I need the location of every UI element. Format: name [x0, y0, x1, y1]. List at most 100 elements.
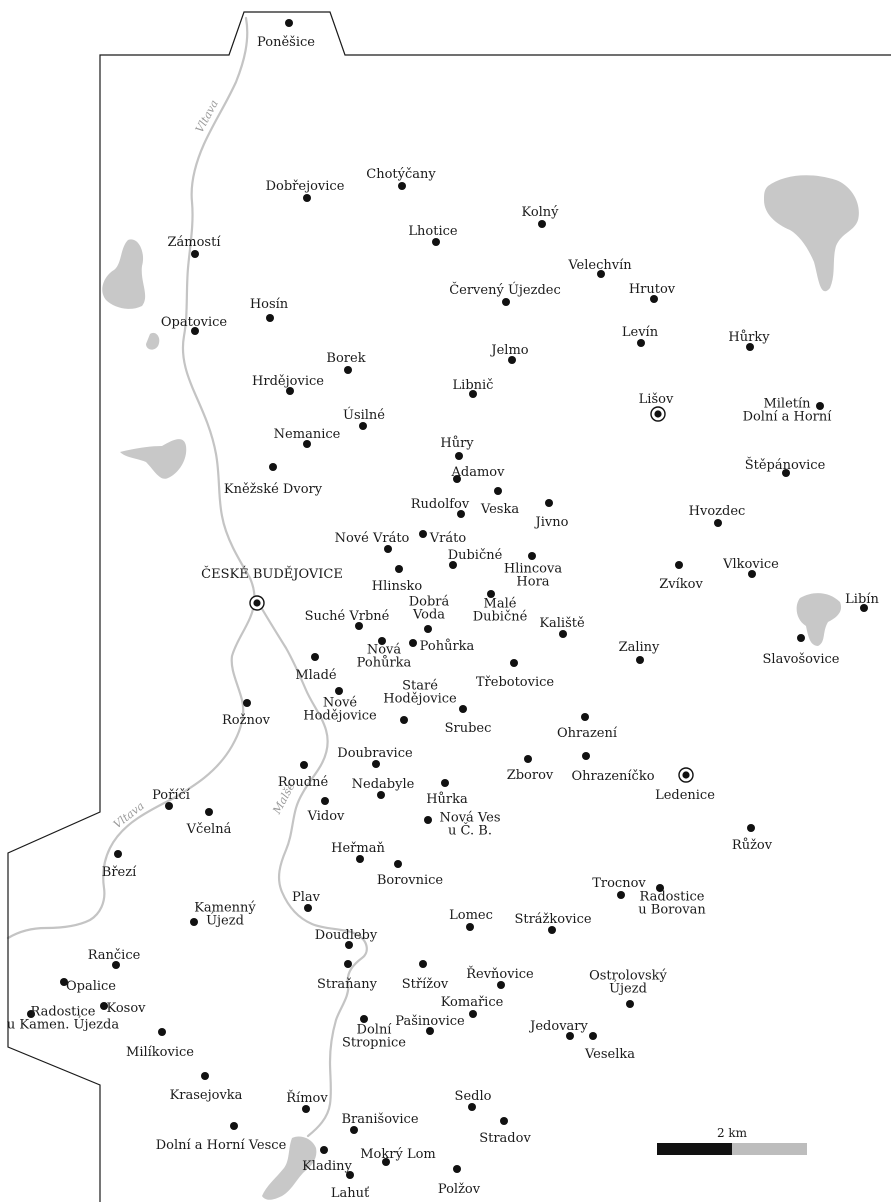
place-krasejovka: Krasejovka	[170, 1072, 243, 1103]
place-label-rudolfov: Rudolfov	[411, 497, 470, 512]
place-veska: Veska	[480, 487, 519, 517]
village-marker-dolni-stropnice	[360, 1015, 368, 1023]
place-label-kosov: Kosov	[106, 1001, 146, 1016]
village-marker-ruzov	[747, 824, 755, 832]
place-nedabyle: Nedabyle	[352, 777, 415, 799]
place-label-hlinsko: Hlinsko	[372, 579, 423, 594]
place-poncesice: Poněšice	[257, 19, 315, 50]
place-label-kamenny-ujezd-1: Kamenný	[194, 901, 256, 916]
place-chotycany: Chotýčany	[366, 167, 436, 190]
place-nove-vrato: Nové Vráto	[335, 531, 410, 553]
place-komarice: Komařice	[441, 995, 504, 1018]
place-label-branisovice: Branišovice	[341, 1112, 418, 1127]
place-label-stare-hodejovice-1: Staré	[402, 679, 438, 694]
place-label-libnic: Libnič	[453, 378, 494, 393]
village-marker-nedabyle	[377, 791, 385, 799]
place-label-ostrolovsky-ujezd-1: Ostrolovský	[589, 969, 667, 984]
village-marker-lahut	[346, 1171, 354, 1179]
place-label-knezske-dvory: Kněžské Dvory	[224, 482, 323, 497]
village-marker-zvikov	[675, 561, 683, 569]
place-lahut: Lahuť	[331, 1171, 370, 1201]
place-label-slavosovice: Slavošovice	[763, 652, 840, 667]
village-marker-rudolfov	[457, 510, 465, 518]
village-marker-borek	[344, 366, 352, 374]
village-marker-adamov	[453, 475, 461, 483]
village-marker-stepanovice	[782, 469, 790, 477]
place-label-cerveny-ujezdec: Červený Újezdec	[449, 281, 561, 298]
place-label-stranany: Straňany	[317, 977, 378, 992]
village-marker-hrdejovice	[286, 387, 294, 395]
place-label-hlincova-hora-2: Hora	[516, 575, 549, 590]
place-label-krasejovka: Krasejovka	[170, 1088, 243, 1103]
place-revnovice: Řevňovice	[466, 966, 534, 989]
village-marker-trocnov	[617, 891, 625, 899]
place-zaliny: Zaliny	[619, 640, 660, 664]
place-label-trebotovice: Třebotovice	[476, 675, 555, 690]
place-label-miletin-1: Miletín	[763, 397, 811, 412]
place-label-nova-ves-2: u Č. B.	[448, 822, 492, 839]
pond-slavosovice	[796, 593, 842, 646]
place-label-poncesice: Poněšice	[257, 35, 315, 50]
village-marker-hlinsko	[395, 565, 403, 573]
place-dolni-horni-vesce: Dolní a Horní Vesce	[156, 1122, 287, 1153]
place-label-plav: Plav	[292, 890, 321, 905]
village-marker-opalice	[60, 978, 68, 986]
place-label-nemanice: Nemanice	[274, 427, 341, 442]
village-marker-suche-vrbne	[355, 622, 363, 630]
scale-bar-label: 2 km	[717, 1126, 748, 1140]
place-hury: Hůry	[440, 435, 474, 460]
place-label-hurka: Hůrka	[426, 791, 468, 807]
village-marker-nova-ves	[424, 816, 432, 824]
place-label-zaliny: Zaliny	[619, 640, 660, 655]
place-label-ohrazenicko: Ohrazeníčko	[571, 769, 654, 784]
place-trebotovice: Třebotovice	[476, 659, 555, 690]
water-bodies	[102, 175, 859, 1200]
place-label-sedlo: Sedlo	[455, 1089, 492, 1104]
village-marker-dolni-horni-vesce	[230, 1122, 238, 1130]
place-dobrejovice: Dobřejovice	[266, 179, 345, 202]
place-label-dolni-stropnice-1: Dolní	[357, 1023, 393, 1038]
place-label-brezi: Březí	[102, 865, 137, 880]
place-zamosti: Zámostí	[168, 235, 221, 258]
place-label-doubravice: Doubravice	[337, 746, 413, 761]
village-marker-levin	[637, 339, 645, 347]
place-label-ruzov: Růžov	[732, 837, 773, 853]
scale-bar: 2 km	[657, 1126, 807, 1155]
place-label-ledenice: Ledenice	[655, 788, 715, 803]
place-label-radostice-borovan-1: Radostice	[639, 890, 704, 905]
place-label-stepanovice: Štěpánovice	[745, 456, 826, 473]
village-marker-kladiny	[320, 1146, 328, 1154]
scale-bar-light-segment	[732, 1143, 807, 1155]
place-label-dolni-horni-vesce: Dolní a Horní Vesce	[156, 1138, 287, 1153]
place-cerveny-ujezdec: Červený Újezdec	[449, 281, 561, 306]
village-marker-porici	[165, 802, 173, 810]
place-ceske-budejovice: ČESKÉ BUDĚJOVICE	[201, 565, 343, 611]
place-zvikov: Zvíkov	[659, 561, 703, 592]
place-ruzov: Růžov	[732, 824, 773, 853]
place-label-pohurka: Pohůrka	[420, 638, 475, 654]
village-marker-lhotice	[432, 238, 440, 246]
village-marker-plav	[304, 904, 312, 912]
village-marker-vrato	[419, 530, 427, 538]
village-marker-hury	[455, 452, 463, 460]
place-vidov: Vidov	[307, 797, 345, 824]
place-label-pasinovice: Pašinovice	[395, 1014, 465, 1029]
place-label-lhotice: Lhotice	[408, 224, 457, 239]
village-marker-knezske-dvory	[269, 463, 277, 471]
place-stepanovice: Štěpánovice	[745, 456, 826, 477]
place-dubicne: Dubičné	[448, 548, 503, 569]
place-label-hvozdec: Hvozdec	[689, 504, 746, 519]
lake-w2	[120, 439, 187, 479]
place-sedlo: Sedlo	[455, 1089, 492, 1111]
place-label-hury: Hůry	[440, 435, 474, 451]
place-hlinsko: Hlinsko	[372, 565, 423, 594]
